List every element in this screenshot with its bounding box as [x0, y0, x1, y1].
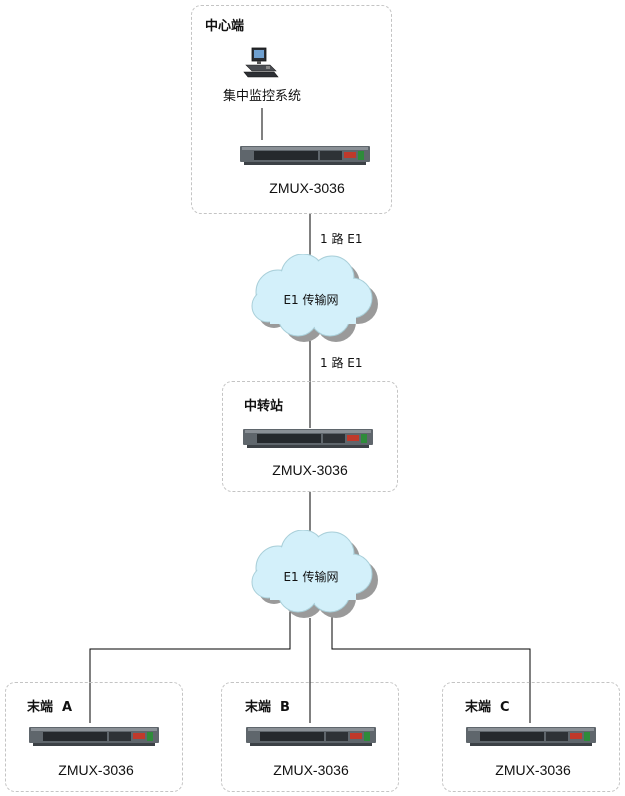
- terminal-a-device-icon: [29, 727, 159, 746]
- center-device-label: ZMUX-3036: [269, 180, 345, 196]
- terminal-c-device-label: ZMUX-3036: [495, 762, 571, 778]
- upper-network-cloud-icon: [251, 254, 378, 342]
- terminal-c-title: 末端 C: [465, 700, 510, 715]
- center-zone: [191, 5, 392, 214]
- terminal-a-title: 末端 A: [27, 700, 73, 715]
- computer-icon: [243, 47, 279, 78]
- line-cloud-to-terminal-a: [89, 610, 291, 723]
- terminal-c-device-icon: [466, 727, 596, 746]
- relay-zone: [222, 381, 398, 492]
- relay-device-icon: [243, 429, 373, 448]
- terminal-c-zone: [442, 682, 620, 792]
- terminal-a-zone: [5, 682, 183, 792]
- lower-network-cloud-icon: [251, 530, 378, 618]
- center-zone-title: 中心端: [205, 19, 245, 34]
- terminal-b-title: 末端 B: [245, 700, 290, 715]
- link-label-lower: 1 路 E1: [320, 356, 363, 370]
- monitor-system-label: 集中监控系统: [222, 89, 301, 104]
- relay-zone-title: 中转站: [244, 399, 284, 414]
- upper-cloud-label: E1 传输网: [283, 293, 339, 307]
- lower-cloud-label: E1 传输网: [283, 570, 339, 584]
- center-device-icon: [240, 146, 370, 165]
- terminal-a-device-label: ZMUX-3036: [58, 762, 134, 778]
- line-cloud-to-terminal-c: [331, 612, 531, 723]
- terminal-b-device-label: ZMUX-3036: [273, 762, 349, 778]
- relay-device-label: ZMUX-3036: [272, 462, 348, 478]
- link-label-upper: 1 路 E1: [320, 232, 363, 246]
- terminal-b-zone: [221, 682, 399, 792]
- terminal-b-device-icon: [246, 727, 376, 746]
